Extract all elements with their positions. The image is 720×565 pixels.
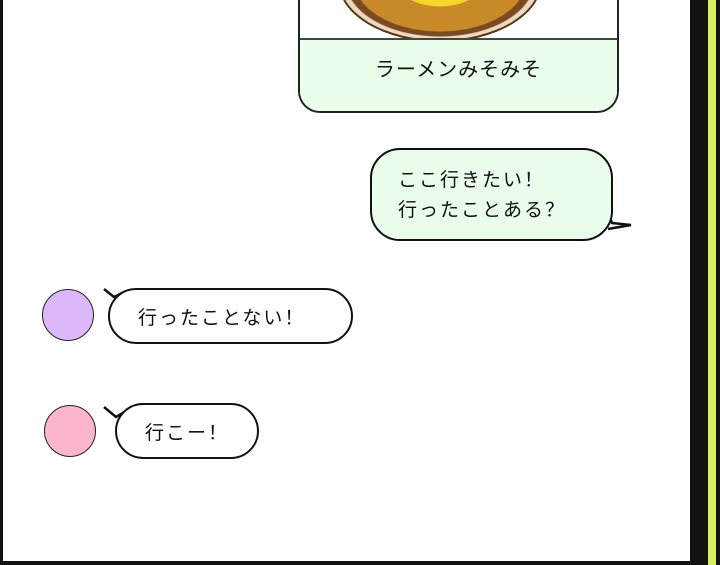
post-caption: ラーメンみそみそ bbox=[300, 38, 617, 111]
ramen-image bbox=[300, 0, 617, 38]
message-line: 行ったことある？ bbox=[398, 198, 567, 221]
ramen-bowl-icon bbox=[338, 0, 542, 38]
message-line: ここ行きたい！ bbox=[398, 168, 546, 191]
message-bubble-received: 行こー！ bbox=[115, 403, 259, 459]
message-bubble-received: 行ったことない！ bbox=[108, 288, 353, 344]
panel-border-bottom bbox=[0, 561, 720, 565]
avatar-purple[interactable] bbox=[42, 289, 94, 341]
panel-border-left bbox=[0, 0, 3, 565]
avatar-pink[interactable] bbox=[44, 405, 96, 457]
shared-post-card[interactable]: ラーメンみそみそ bbox=[298, 0, 619, 113]
message-bubble-sent: ここ行きたい！ 行ったことある？ bbox=[370, 148, 613, 241]
accent-stripe bbox=[708, 0, 716, 565]
